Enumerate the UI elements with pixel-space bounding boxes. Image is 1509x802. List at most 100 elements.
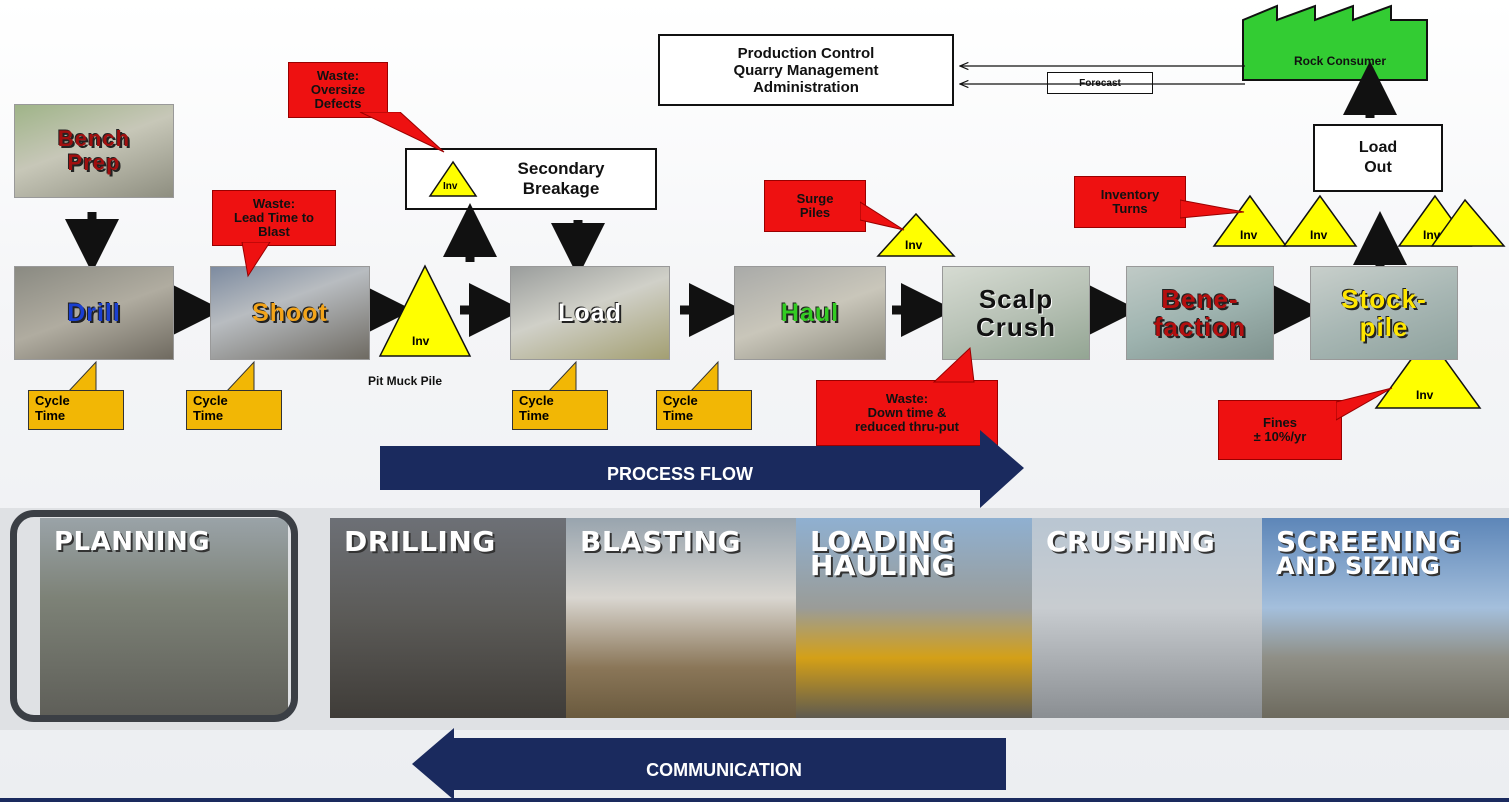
callout-waste-lead-l3: Blast [258, 224, 290, 239]
inv-label-stockpile: Inv [1416, 388, 1434, 402]
stage-planning-label: PLANNING [54, 527, 211, 557]
stage-crushing-label: CRUSHING [1046, 525, 1216, 558]
crush-label: Crush [975, 312, 1057, 342]
planning-highlight-frame [10, 510, 298, 722]
cycle-time-shoot-l2: Time [193, 408, 224, 423]
scalp-crush-photo: Scalp Crush [942, 266, 1090, 360]
callout-waste-down-pointer [932, 346, 975, 383]
communication-label: COMMUNICATION [646, 760, 802, 780]
pit-muck-pile-label: Pit Muck Pile [368, 374, 443, 388]
callout-inventory-turns: Inventory Turns [1074, 176, 1186, 228]
callout-waste-down-l2: Down time & [867, 405, 947, 420]
callout-surge-l1: Surge [796, 191, 834, 206]
management-line2: Quarry Management [733, 61, 879, 79]
forecast-label: Forecast [1079, 77, 1121, 89]
cycle-time-drill-l2: Time [35, 408, 66, 423]
inv-label-surge: Inv [905, 238, 923, 252]
management-box: Production Control Quarry Management Adm… [658, 34, 954, 106]
haul-photo: Haul [734, 266, 886, 360]
stage-screening-label: SCREENING [1276, 525, 1462, 558]
callout-waste-down-l3: reduced thru-put [855, 419, 959, 434]
callout-waste-lead: Waste: Lead Time to Blast [212, 190, 336, 246]
stage-hauling-label: HAULING [810, 549, 956, 582]
stage-strip: PLANNING DRILLING BLASTING LOADING HAULI… [0, 508, 1509, 730]
callout-fines-pointer [1336, 387, 1393, 421]
callout-waste-oversize-pointer [359, 112, 445, 153]
load-out-box: Load Out [1313, 124, 1443, 192]
cycle-time-drill-l1: Cycle [35, 393, 70, 408]
haul-label: Haul [780, 298, 840, 327]
stage-planning: PLANNING [40, 518, 288, 718]
cycle-time-load: Cycle Time [512, 390, 608, 430]
cycle-time-load-l2: Time [519, 408, 550, 423]
inv-label-secondary: Inv [443, 181, 458, 192]
callout-fines-l2: ± 10%/yr [1253, 429, 1307, 444]
stage-loading-hauling: LOADING HAULING [796, 518, 1032, 718]
secondary-breakage-line2: Breakage [522, 179, 600, 198]
drill-photo: Drill [14, 266, 174, 360]
stage-blasting-label: BLASTING [580, 525, 741, 558]
callout-surge-l2: Piles [799, 205, 831, 220]
callout-waste-oversize: Waste: Oversize Defects [288, 62, 388, 118]
callout-inventory-turns-l2: Turns [1112, 201, 1148, 216]
shoot-photo: Shoot [210, 266, 370, 360]
forecast-box: Forecast [1047, 72, 1153, 94]
cycle-time-shoot-l1: Cycle [193, 393, 228, 408]
inv-triangle-pit [378, 264, 472, 357]
load-out-line2: Out [1364, 159, 1392, 176]
stage-crushing: CRUSHING [1032, 518, 1262, 718]
callout-inventory-turns-pointer [1180, 199, 1245, 219]
management-line1: Production Control [737, 44, 875, 62]
stage-blasting: BLASTING [566, 518, 796, 718]
cycle-time-load-l1: Cycle [519, 393, 554, 408]
inv-triangle-load-out-4 [1430, 198, 1506, 247]
bench-prep-line1: Bench [57, 126, 131, 151]
cycle-time-haul-l1: Cycle [663, 393, 698, 408]
management-line3: Administration [753, 78, 859, 96]
communication-arrow [412, 728, 1006, 800]
pile-label: pile [1359, 312, 1409, 342]
load-photo: Load [510, 266, 670, 360]
process-flow-arrow [380, 430, 1024, 508]
inv-triangle-secondary [428, 160, 478, 197]
callout-surge: Surge Piles [764, 180, 866, 232]
callout-waste-down: Waste: Down time & reduced thru-put [816, 380, 998, 446]
bench-prep-line2: Prep [67, 150, 121, 175]
shoot-label: Shoot [252, 298, 328, 327]
bottom-border [0, 798, 1509, 802]
inv-triangle-load-out-1 [1212, 194, 1288, 247]
stage-drilling-label: DRILLING [344, 525, 496, 558]
callout-waste-oversize-l1: Waste: [316, 68, 360, 83]
inv-triangle-load-out-2 [1282, 194, 1358, 247]
load-label: Load [558, 298, 622, 327]
stage-drilling: DRILLING [330, 518, 566, 718]
stock-label: Stock- [1341, 284, 1427, 314]
inv-label-2: Inv [1310, 228, 1328, 242]
inv-triangle-surge [876, 212, 956, 257]
stockpile-photo: Stock- pile [1310, 266, 1458, 360]
callout-surge-pointer [860, 201, 905, 231]
cycle-pointers [66, 360, 719, 393]
callout-inventory-turns-l1: Inventory [1100, 187, 1160, 202]
scalp-label: Scalp [978, 284, 1054, 314]
inv-label-3: Inv [1423, 228, 1441, 242]
inv-triangle-stockpile [1374, 334, 1482, 409]
callout-fines: Fines ± 10%/yr [1218, 400, 1342, 460]
cycle-time-haul-l2: Time [663, 408, 694, 423]
bench-prep-photo: Bench Prep [14, 104, 174, 198]
stage-screening: SCREENING AND SIZING [1262, 518, 1509, 718]
process-flow-label: PROCESS FLOW [606, 464, 753, 484]
drill-label: Drill [67, 298, 121, 327]
secondary-breakage-line1: Secondary [517, 159, 605, 178]
benefaction-photo: Bene- faction [1126, 266, 1274, 360]
stage-sizing-label: AND SIZING [1276, 552, 1441, 580]
inv-label-1: Inv [1240, 228, 1258, 242]
cycle-time-drill: Cycle Time [28, 390, 124, 430]
callout-waste-down-l1: Waste: [885, 391, 929, 406]
flow-arrows [65, 61, 1506, 409]
callout-waste-lead-pointer [241, 242, 271, 278]
callout-fines-l1: Fines [1263, 415, 1297, 430]
cycle-time-haul: Cycle Time [656, 390, 752, 430]
callout-waste-lead-l2: Lead Time to [234, 210, 314, 225]
bene-label: Bene- [1161, 284, 1239, 314]
